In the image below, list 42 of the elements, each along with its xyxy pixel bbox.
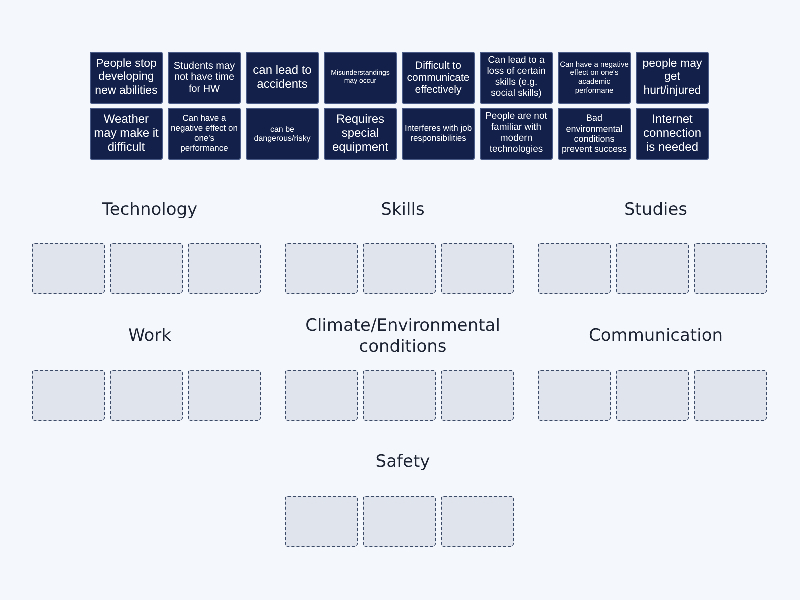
drop-slot [188, 370, 261, 421]
answer-card: can be dangerous/risky [246, 108, 319, 160]
answer-card: Bad environmental conditions prevent success [558, 108, 631, 160]
answer-card: Students may not have time for HW [168, 52, 241, 104]
drop-slot [538, 243, 611, 294]
answer-card: Internet connection is needed [636, 108, 709, 160]
answer-card: Requires special equipment [324, 108, 397, 160]
drop-slot [363, 370, 436, 421]
category-heading: Studies [623, 200, 689, 222]
answer-card: Weather may make it difficult [90, 108, 163, 160]
category-heading: Communication [588, 326, 724, 348]
drop-slot [285, 370, 358, 421]
drop-slot [694, 243, 767, 294]
answer-card: Difficult to communicate effectively [402, 52, 475, 104]
drop-slot [441, 243, 514, 294]
answer-card: People stop developing new abilities [90, 52, 163, 104]
answer-card: Interferes with job responsibilities [402, 108, 475, 160]
category-heading: Safety [374, 452, 432, 474]
drop-slot [285, 496, 358, 547]
drop-slot [363, 496, 436, 547]
category-heading: Technology [101, 200, 199, 222]
drop-slot [538, 370, 611, 421]
drop-slot [616, 370, 689, 421]
drop-slot [694, 370, 767, 421]
drop-slot [285, 243, 358, 294]
answer-card: can lead to accidents [246, 52, 319, 104]
drop-slot [32, 243, 105, 294]
drop-slot [363, 243, 436, 294]
drop-slot [616, 243, 689, 294]
category-heading: Climate/Environmental conditions [304, 316, 502, 358]
drop-slot [32, 370, 105, 421]
answer-card: Can lead to a loss of certain skills (e.g. social skills) [480, 52, 553, 104]
answer-card: Can have a negative effect on one's performance [168, 108, 241, 160]
drop-slot [110, 243, 183, 294]
answer-card: People are not familiar with modern technologies [480, 108, 553, 160]
category-heading: Skills [380, 200, 426, 222]
drop-slot [441, 370, 514, 421]
category-heading: Work [127, 326, 173, 348]
drop-slot [441, 496, 514, 547]
drop-slot [188, 243, 261, 294]
answer-card: people may get hurt/injured [636, 52, 709, 104]
drop-slot [110, 370, 183, 421]
